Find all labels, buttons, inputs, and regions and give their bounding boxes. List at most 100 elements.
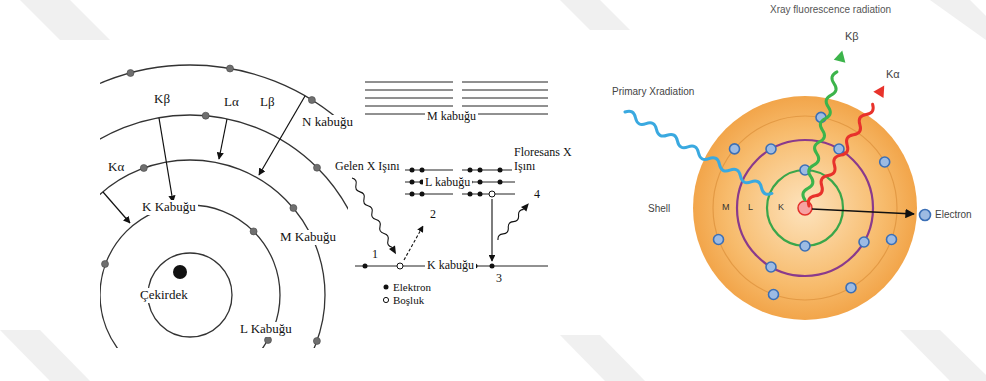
level-label: M kabuğu bbox=[425, 110, 478, 124]
illustration-part bbox=[900, 330, 986, 381]
dot-shape bbox=[468, 168, 473, 173]
dot-shape bbox=[693, 96, 917, 320]
dot-shape bbox=[920, 210, 931, 221]
callout-number: 4 bbox=[532, 188, 542, 202]
dot-shape bbox=[100, 115, 348, 348]
dot-shape bbox=[420, 192, 425, 197]
shell-label: L Kabuğu bbox=[238, 322, 294, 337]
shell-label: K Kabuğu bbox=[140, 200, 198, 215]
illustration-part bbox=[496, 208, 525, 241]
line-stroke bbox=[491, 199, 492, 261]
shell-label: N kabuğu bbox=[300, 115, 355, 130]
dot-shape bbox=[420, 168, 425, 173]
line-stroke bbox=[365, 106, 453, 107]
dot-shape bbox=[363, 264, 368, 269]
line-stroke bbox=[365, 82, 453, 83]
dot-shape bbox=[767, 170, 843, 246]
hole-dot bbox=[383, 297, 388, 302]
callout-number: 3 bbox=[494, 272, 504, 286]
dot-shape bbox=[290, 205, 297, 212]
illustration-part bbox=[20, 0, 110, 40]
legend-item: Boşluk bbox=[380, 294, 433, 307]
illustration-part bbox=[623, 109, 773, 197]
dot-shape bbox=[314, 164, 321, 171]
line-stroke bbox=[103, 192, 130, 223]
dot-shape bbox=[227, 65, 234, 72]
dot-shape bbox=[202, 112, 209, 119]
dot-shape bbox=[410, 168, 415, 173]
dot-shape bbox=[769, 290, 779, 300]
radiation-label: Xray fluorescence radiation bbox=[770, 4, 891, 16]
line-stroke bbox=[365, 98, 453, 99]
dot-shape bbox=[887, 235, 897, 245]
illustration-part bbox=[349, 176, 399, 256]
illustration-part bbox=[350, 177, 393, 248]
shell-label: Shell bbox=[648, 203, 670, 215]
line-stroke bbox=[259, 96, 305, 175]
dot-shape bbox=[766, 262, 776, 272]
transition-arrows bbox=[404, 199, 492, 261]
level-label: K kabuğu bbox=[425, 259, 476, 273]
dot-shape bbox=[100, 160, 325, 348]
dot-shape bbox=[127, 70, 134, 77]
electron-dot bbox=[384, 285, 389, 290]
fluorescence-label: Floresans X Işını bbox=[512, 146, 578, 174]
dot-shape bbox=[397, 263, 403, 269]
illustration-part bbox=[806, 102, 876, 207]
callout-number: 2 bbox=[428, 208, 438, 222]
dot-shape bbox=[713, 116, 897, 300]
dot-shape bbox=[410, 180, 415, 185]
illustration-part bbox=[100, 65, 348, 348]
legend-text: Elektron bbox=[393, 281, 431, 294]
dot-shape bbox=[490, 264, 495, 269]
line-stroke bbox=[219, 119, 227, 159]
illustration-part bbox=[0, 330, 90, 381]
nucleus-label: Çekirdek bbox=[138, 288, 190, 303]
legend-text: Boşluk bbox=[393, 294, 424, 307]
illustration-part bbox=[389, 246, 399, 256]
illustration-part bbox=[834, 49, 848, 63]
dot-shape bbox=[102, 261, 109, 268]
line-stroke bbox=[812, 209, 914, 214]
illustration-part bbox=[804, 82, 889, 209]
electron-dots bbox=[363, 168, 503, 269]
dot-shape bbox=[468, 192, 473, 197]
shell-model bbox=[100, 65, 348, 348]
shell-letter: K bbox=[778, 202, 784, 212]
illustration-part bbox=[930, 0, 986, 40]
illustration-part bbox=[560, 335, 645, 381]
dot-shape bbox=[766, 144, 776, 154]
energy-levels bbox=[355, 82, 548, 266]
photon-waves bbox=[349, 176, 532, 256]
dot-shape bbox=[308, 97, 315, 104]
line-label: Kα bbox=[886, 68, 900, 81]
legend-item: Elektron bbox=[380, 281, 433, 294]
hole-dots bbox=[397, 191, 495, 269]
callout-number: 1 bbox=[370, 248, 380, 262]
dot-shape bbox=[798, 201, 812, 215]
line-label: Kβ bbox=[845, 30, 859, 43]
legend-swatch bbox=[382, 296, 390, 304]
line-stroke bbox=[159, 118, 173, 202]
electron-label: Electron bbox=[935, 209, 972, 221]
transition-label: Kβ bbox=[152, 92, 172, 107]
legend: ElektronBoşluk bbox=[380, 281, 433, 306]
incoming-ray-label: Gelen X Işını bbox=[333, 160, 402, 174]
illustration-part bbox=[521, 201, 532, 212]
dot-shape bbox=[730, 144, 740, 154]
dot-shape bbox=[498, 168, 503, 173]
line-stroke bbox=[404, 226, 423, 260]
dot-shape bbox=[834, 144, 844, 154]
transition-label: Lα bbox=[222, 95, 241, 110]
dot-shape bbox=[737, 140, 873, 276]
dot-shape bbox=[498, 180, 503, 185]
radiation-label: Primary Xradiation bbox=[612, 86, 694, 98]
line-stroke bbox=[462, 90, 548, 91]
line-stroke bbox=[365, 90, 453, 91]
dot-shape bbox=[410, 192, 415, 197]
dot-shape bbox=[478, 168, 483, 173]
dot-shape bbox=[140, 165, 147, 172]
